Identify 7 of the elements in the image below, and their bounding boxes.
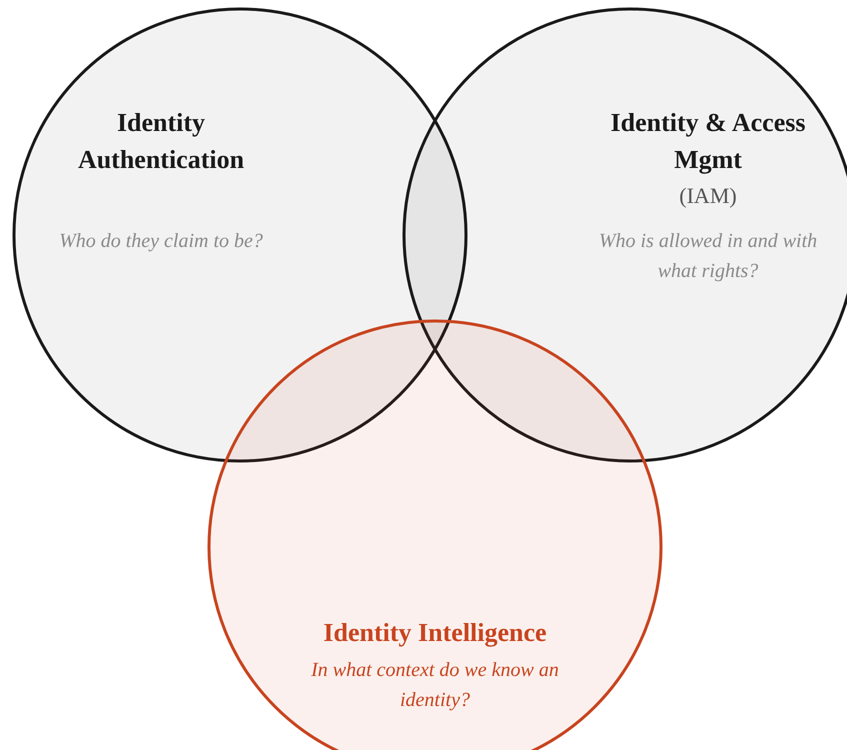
circle-heading: Identity Intelligence xyxy=(322,617,548,649)
circle-heading: Identity & Access Mgmt xyxy=(610,107,806,176)
question-text: Who is allowed in and with what rights? xyxy=(598,229,818,284)
abbreviation-text: (IAM) xyxy=(678,182,738,210)
question-text: In what context do we know an identity? xyxy=(310,658,560,713)
question-text: Who do they claim to be? xyxy=(58,229,264,254)
circle-heading: Identity Authentication xyxy=(76,107,246,176)
